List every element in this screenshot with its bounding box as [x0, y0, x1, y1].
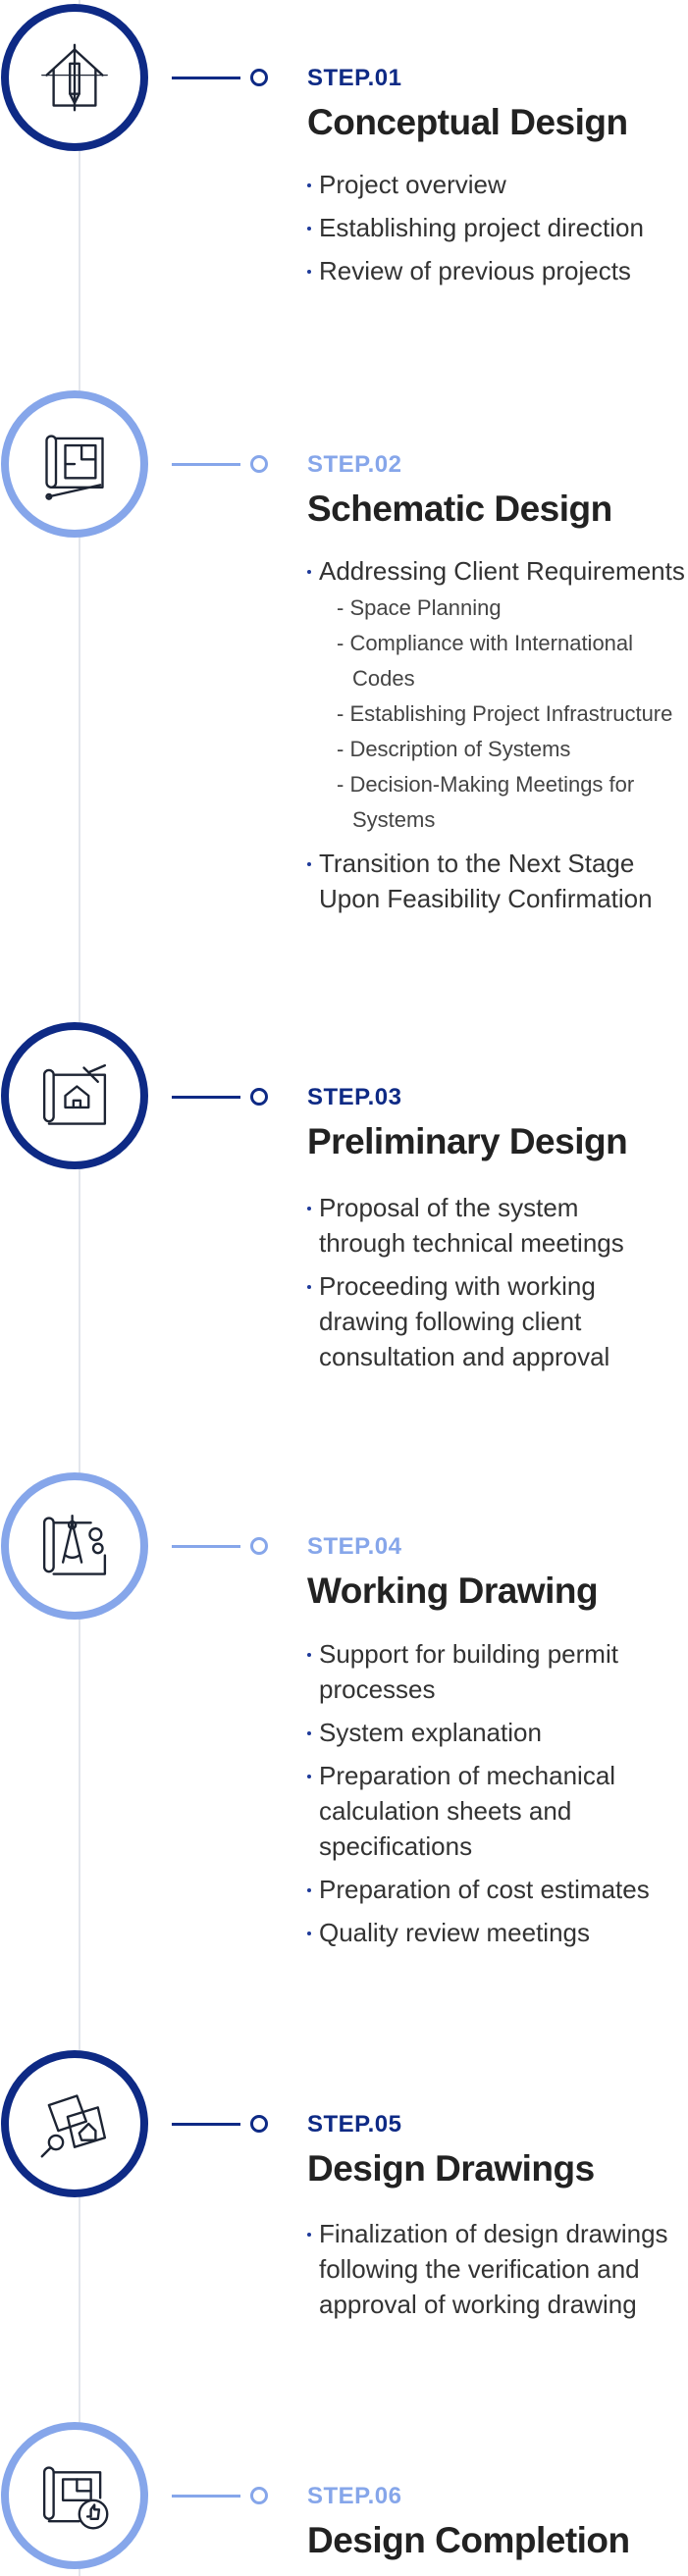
step-2-number: STEP.02 [307, 451, 402, 478]
sub-list-item: - Establishing Project Infrastructure [337, 701, 673, 726]
step-1-icon-circle [1, 4, 148, 151]
step-1-bullets: Project overview Establishing project di… [307, 167, 688, 296]
list-item: Preparation of cost estimates [307, 1872, 661, 1907]
compass-gears-icon [42, 1514, 107, 1575]
step-2-bullets: Addressing Client Requirements - Space P… [307, 553, 688, 924]
step-2-icon-circle [1, 390, 148, 538]
list-item: Support for building permit processes [307, 1636, 661, 1707]
step-2-title: Schematic Design [307, 489, 612, 529]
list-item: Proceeding with working drawing followin… [307, 1268, 641, 1374]
house-pencil-icon [41, 43, 108, 112]
step-3-title: Preliminary Design [307, 1121, 628, 1161]
step-4-connector [172, 1545, 240, 1548]
step-5-dot [250, 2115, 268, 2133]
list-item: Preparation of mechanical calculation sh… [307, 1758, 661, 1864]
step-5-bullets: Finalization of design drawings followin… [307, 2216, 688, 2330]
step-2-connector [172, 463, 240, 466]
list-item: Addressing Client Requirements - Space P… [307, 553, 688, 838]
step-3-dot [250, 1088, 268, 1106]
floor-plan-icon [45, 435, 104, 500]
sub-list-item: - Description of Systems [337, 737, 571, 761]
plan-thumbs-up-icon [42, 2466, 109, 2530]
step-4-icon-circle [1, 1472, 148, 1620]
step-6-title: Design Completion [307, 2520, 630, 2560]
step-6-icon-circle [1, 2422, 148, 2569]
list-item: Transition to the Next Stage Upon Feasib… [307, 846, 688, 916]
step-2-dot [250, 455, 268, 473]
list-item: System explanation [307, 1715, 661, 1750]
list-item: Review of previous projects [307, 253, 688, 288]
list-item: Finalization of design drawings followin… [307, 2216, 688, 2322]
step-3-connector [172, 1096, 240, 1099]
step-3-icon-circle [1, 1022, 148, 1169]
step-6-dot [250, 2487, 268, 2504]
step-5-number: STEP.05 [307, 2111, 402, 2138]
step-1-connector [172, 77, 240, 79]
list-item: Establishing project direction [307, 210, 688, 245]
step-1-title: Conceptual Design [307, 102, 628, 142]
step-4-dot [250, 1537, 268, 1555]
step-1-dot [250, 69, 268, 86]
list-item: Quality review meetings [307, 1915, 661, 1950]
step-3-number: STEP.03 [307, 1084, 402, 1110]
list-item: Project overview [307, 167, 688, 202]
blueprint-house-icon [42, 1063, 107, 1125]
step-5-connector [172, 2123, 240, 2126]
step-4-title: Working Drawing [307, 1571, 599, 1611]
list-item: Proposal of the system through technical… [307, 1190, 641, 1261]
step-6-number: STEP.06 [307, 2483, 402, 2509]
sub-list: - Space Planning - Compliance with Inter… [319, 591, 688, 838]
step-5-icon-circle [1, 2050, 148, 2197]
drawings-magnifier-icon [40, 2094, 107, 2158]
timeline-line [79, 0, 80, 2576]
step-6-connector [172, 2495, 240, 2498]
step-4-number: STEP.04 [307, 1533, 402, 1560]
list-item-text: Addressing Client Requirements [319, 556, 685, 586]
step-4-bullets: Support for building permit processes Sy… [307, 1636, 661, 1958]
sub-list-item: - Space Planning [337, 595, 502, 620]
step-3-bullets: Proposal of the system through technical… [307, 1190, 641, 1382]
sub-list-item: - Compliance with International Codes [337, 631, 634, 691]
sub-list-item: - Decision-Making Meetings for Systems [337, 772, 635, 832]
step-5-title: Design Drawings [307, 2148, 595, 2189]
step-1-number: STEP.01 [307, 65, 402, 91]
